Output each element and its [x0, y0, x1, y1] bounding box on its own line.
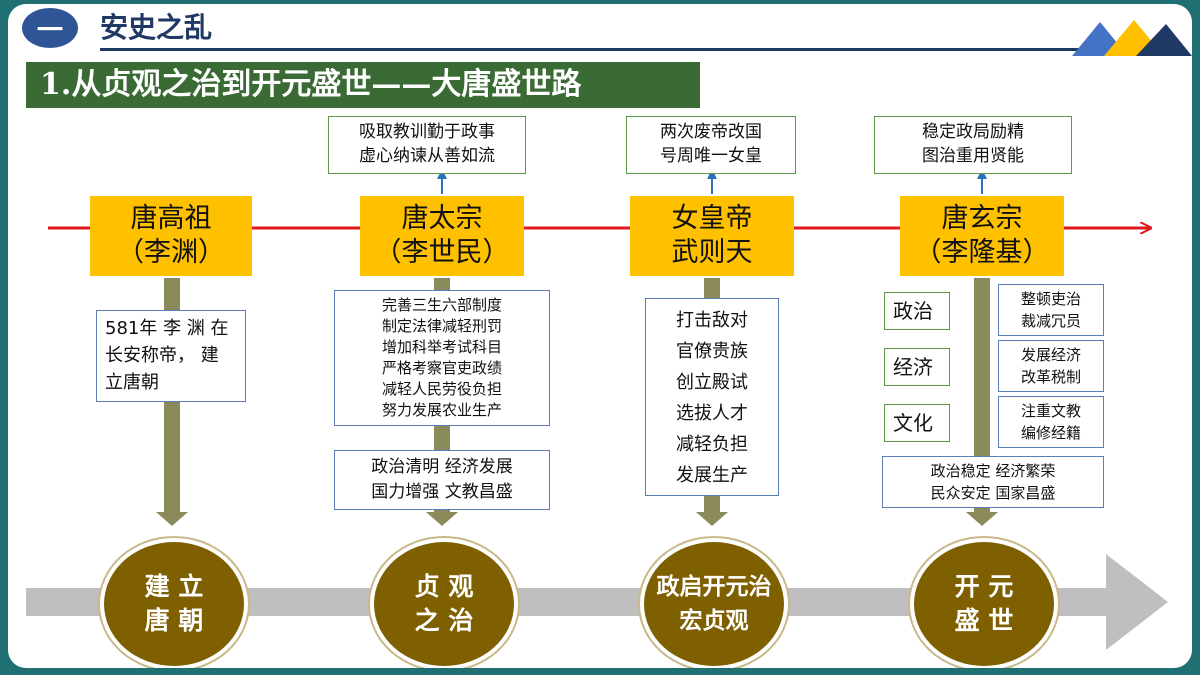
note-wuzetian: 两次废帝改国 号周唯一女皇 — [626, 116, 796, 174]
summary-line: 政治稳定 经济繁荣 — [930, 462, 1056, 480]
note-xuanzong: 稳定政局励精 图治重用贤能 — [874, 116, 1072, 174]
period-circle-founding: 建 立 唐 朝 — [100, 538, 248, 668]
category-politics-label: 政治 — [884, 292, 950, 330]
category-line: 裁减冗员 — [1020, 312, 1081, 330]
detail-taizong: 完善三生六部制度 制定法律减轻刑罚 增加科举考试科目 严格考察官吏政绩 减轻人民… — [334, 290, 550, 426]
detail-gaozu: 581年 李 渊 在 长安称帝， 建 立唐朝 — [96, 310, 246, 402]
note-line: 稳定政局励精 — [922, 122, 1024, 142]
detail-line: 打击敌对 — [676, 310, 748, 331]
summary-line: 民众安定 国家昌盛 — [930, 484, 1056, 502]
period-circle-kaiyuan: 开 元 盛 世 — [910, 538, 1058, 668]
detail-line: 制定法律减轻刑罚 — [381, 317, 502, 335]
connector-arrowhead-2 — [426, 512, 458, 526]
detail-line: 严格考察官吏政绩 — [381, 359, 502, 377]
category-line: 改革税制 — [1020, 368, 1081, 386]
summary-line: 政治清明 经济发展 — [371, 457, 513, 477]
note-taizong: 吸取教训勤于政事 虚心纳谏从善如流 — [328, 116, 526, 174]
summary-taizong: 政治清明 经济发展 国力增强 文教昌盛 — [334, 450, 550, 510]
detail-line: 官僚贵族 — [676, 341, 748, 362]
header-decoration — [1072, 20, 1192, 56]
period-line: 宏贞观 — [679, 608, 749, 634]
emperor-name: 女皇帝 — [671, 203, 753, 234]
summary-xuanzong: 政治稳定 经济繁荣 民众安定 国家昌盛 — [882, 456, 1104, 508]
category-line: 编修经籍 — [1020, 424, 1081, 442]
emperor-wuzetian: 女皇帝 武则天 — [630, 196, 794, 276]
category-line: 整顿吏治 — [1020, 290, 1081, 308]
period-line: 建 立 — [144, 572, 204, 601]
category-economy-detail: 发展经济 改革税制 — [998, 340, 1104, 392]
note-line: 吸取教训勤于政事 — [359, 122, 495, 142]
emperor-name: 唐太宗 — [401, 203, 483, 234]
emperor-name: 唐高祖 — [130, 203, 212, 234]
detail-line: 立唐朝 — [105, 372, 159, 393]
detail-line: 长安称帝， 建 — [105, 345, 219, 366]
period-line: 政启开元治 — [656, 574, 772, 600]
period-line: 贞 观 — [414, 572, 474, 601]
connector-arrowhead-1 — [156, 512, 188, 526]
note-line: 图治重用贤能 — [922, 146, 1024, 166]
detail-line: 选拔人才 — [676, 403, 748, 424]
detail-wuzetian: 打击敌对 官僚贵族 创立殿试 选拔人才 减轻负担 发展生产 — [645, 298, 779, 496]
emperor-taizong: 唐太宗 （李世民） — [360, 196, 524, 276]
detail-line: 完善三生六部制度 — [381, 296, 502, 314]
emperor-gaozu: 唐高祖 （李渊） — [90, 196, 252, 276]
note-line: 虚心纳谏从善如流 — [359, 146, 495, 166]
period-circle-wuzetian: 政启开元治 宏贞观 — [640, 538, 788, 668]
category-politics-detail: 整顿吏治 裁减冗员 — [998, 284, 1104, 336]
era-arrow — [26, 554, 1168, 650]
connector-bar-4 — [974, 278, 990, 514]
detail-line: 努力发展农业生产 — [381, 401, 502, 419]
detail-line: 增加科举考试科目 — [381, 338, 502, 356]
emperor-personal-name: （李渊） — [117, 237, 225, 268]
period-line: 之 治 — [414, 606, 474, 635]
slide: 一 安史之乱 1.从贞观之治到开元盛世——大唐盛世路 — [8, 4, 1192, 668]
deco-navy-triangle — [1136, 24, 1192, 56]
note-line: 两次废帝改国 — [660, 122, 762, 142]
detail-line: 减轻负担 — [676, 434, 748, 455]
section-title: 安史之乱 — [100, 11, 213, 44]
topic-banner: 1.从贞观之治到开元盛世——大唐盛世路 — [26, 62, 700, 108]
detail-line: 581年 李 渊 在 — [105, 318, 229, 339]
connector-arrowhead-3 — [696, 512, 728, 526]
connector-arrowhead-4 — [966, 512, 998, 526]
category-line: 发展经济 — [1020, 346, 1081, 364]
emperor-xuanzong: 唐玄宗 （李隆基） — [900, 196, 1064, 276]
category-line: 注重文教 — [1020, 402, 1081, 420]
period-line: 盛 世 — [954, 606, 1014, 635]
emperor-personal-name: 武则天 — [671, 237, 753, 268]
category-culture-detail: 注重文教 编修经籍 — [998, 396, 1104, 448]
section-number: 一 — [36, 15, 63, 46]
summary-line: 国力增强 文教昌盛 — [371, 482, 513, 502]
period-line: 唐 朝 — [144, 606, 204, 635]
detail-line: 减轻人民劳役负担 — [381, 380, 502, 398]
section-number-badge: 一 — [22, 8, 78, 48]
category-economy-label: 经济 — [884, 348, 950, 386]
note-line: 号周唯一女皇 — [660, 146, 762, 166]
period-circle-zhenguan: 贞 观 之 治 — [370, 538, 518, 668]
emperor-personal-name: （李隆基） — [914, 237, 1050, 268]
header-divider — [100, 48, 1100, 51]
category-culture-label: 文化 — [884, 404, 950, 442]
period-line: 开 元 — [954, 572, 1014, 601]
detail-line: 创立殿试 — [676, 372, 748, 393]
emperor-personal-name: （李世民） — [374, 237, 510, 268]
detail-line: 发展生产 — [676, 465, 748, 486]
emperor-name: 唐玄宗 — [941, 203, 1023, 234]
